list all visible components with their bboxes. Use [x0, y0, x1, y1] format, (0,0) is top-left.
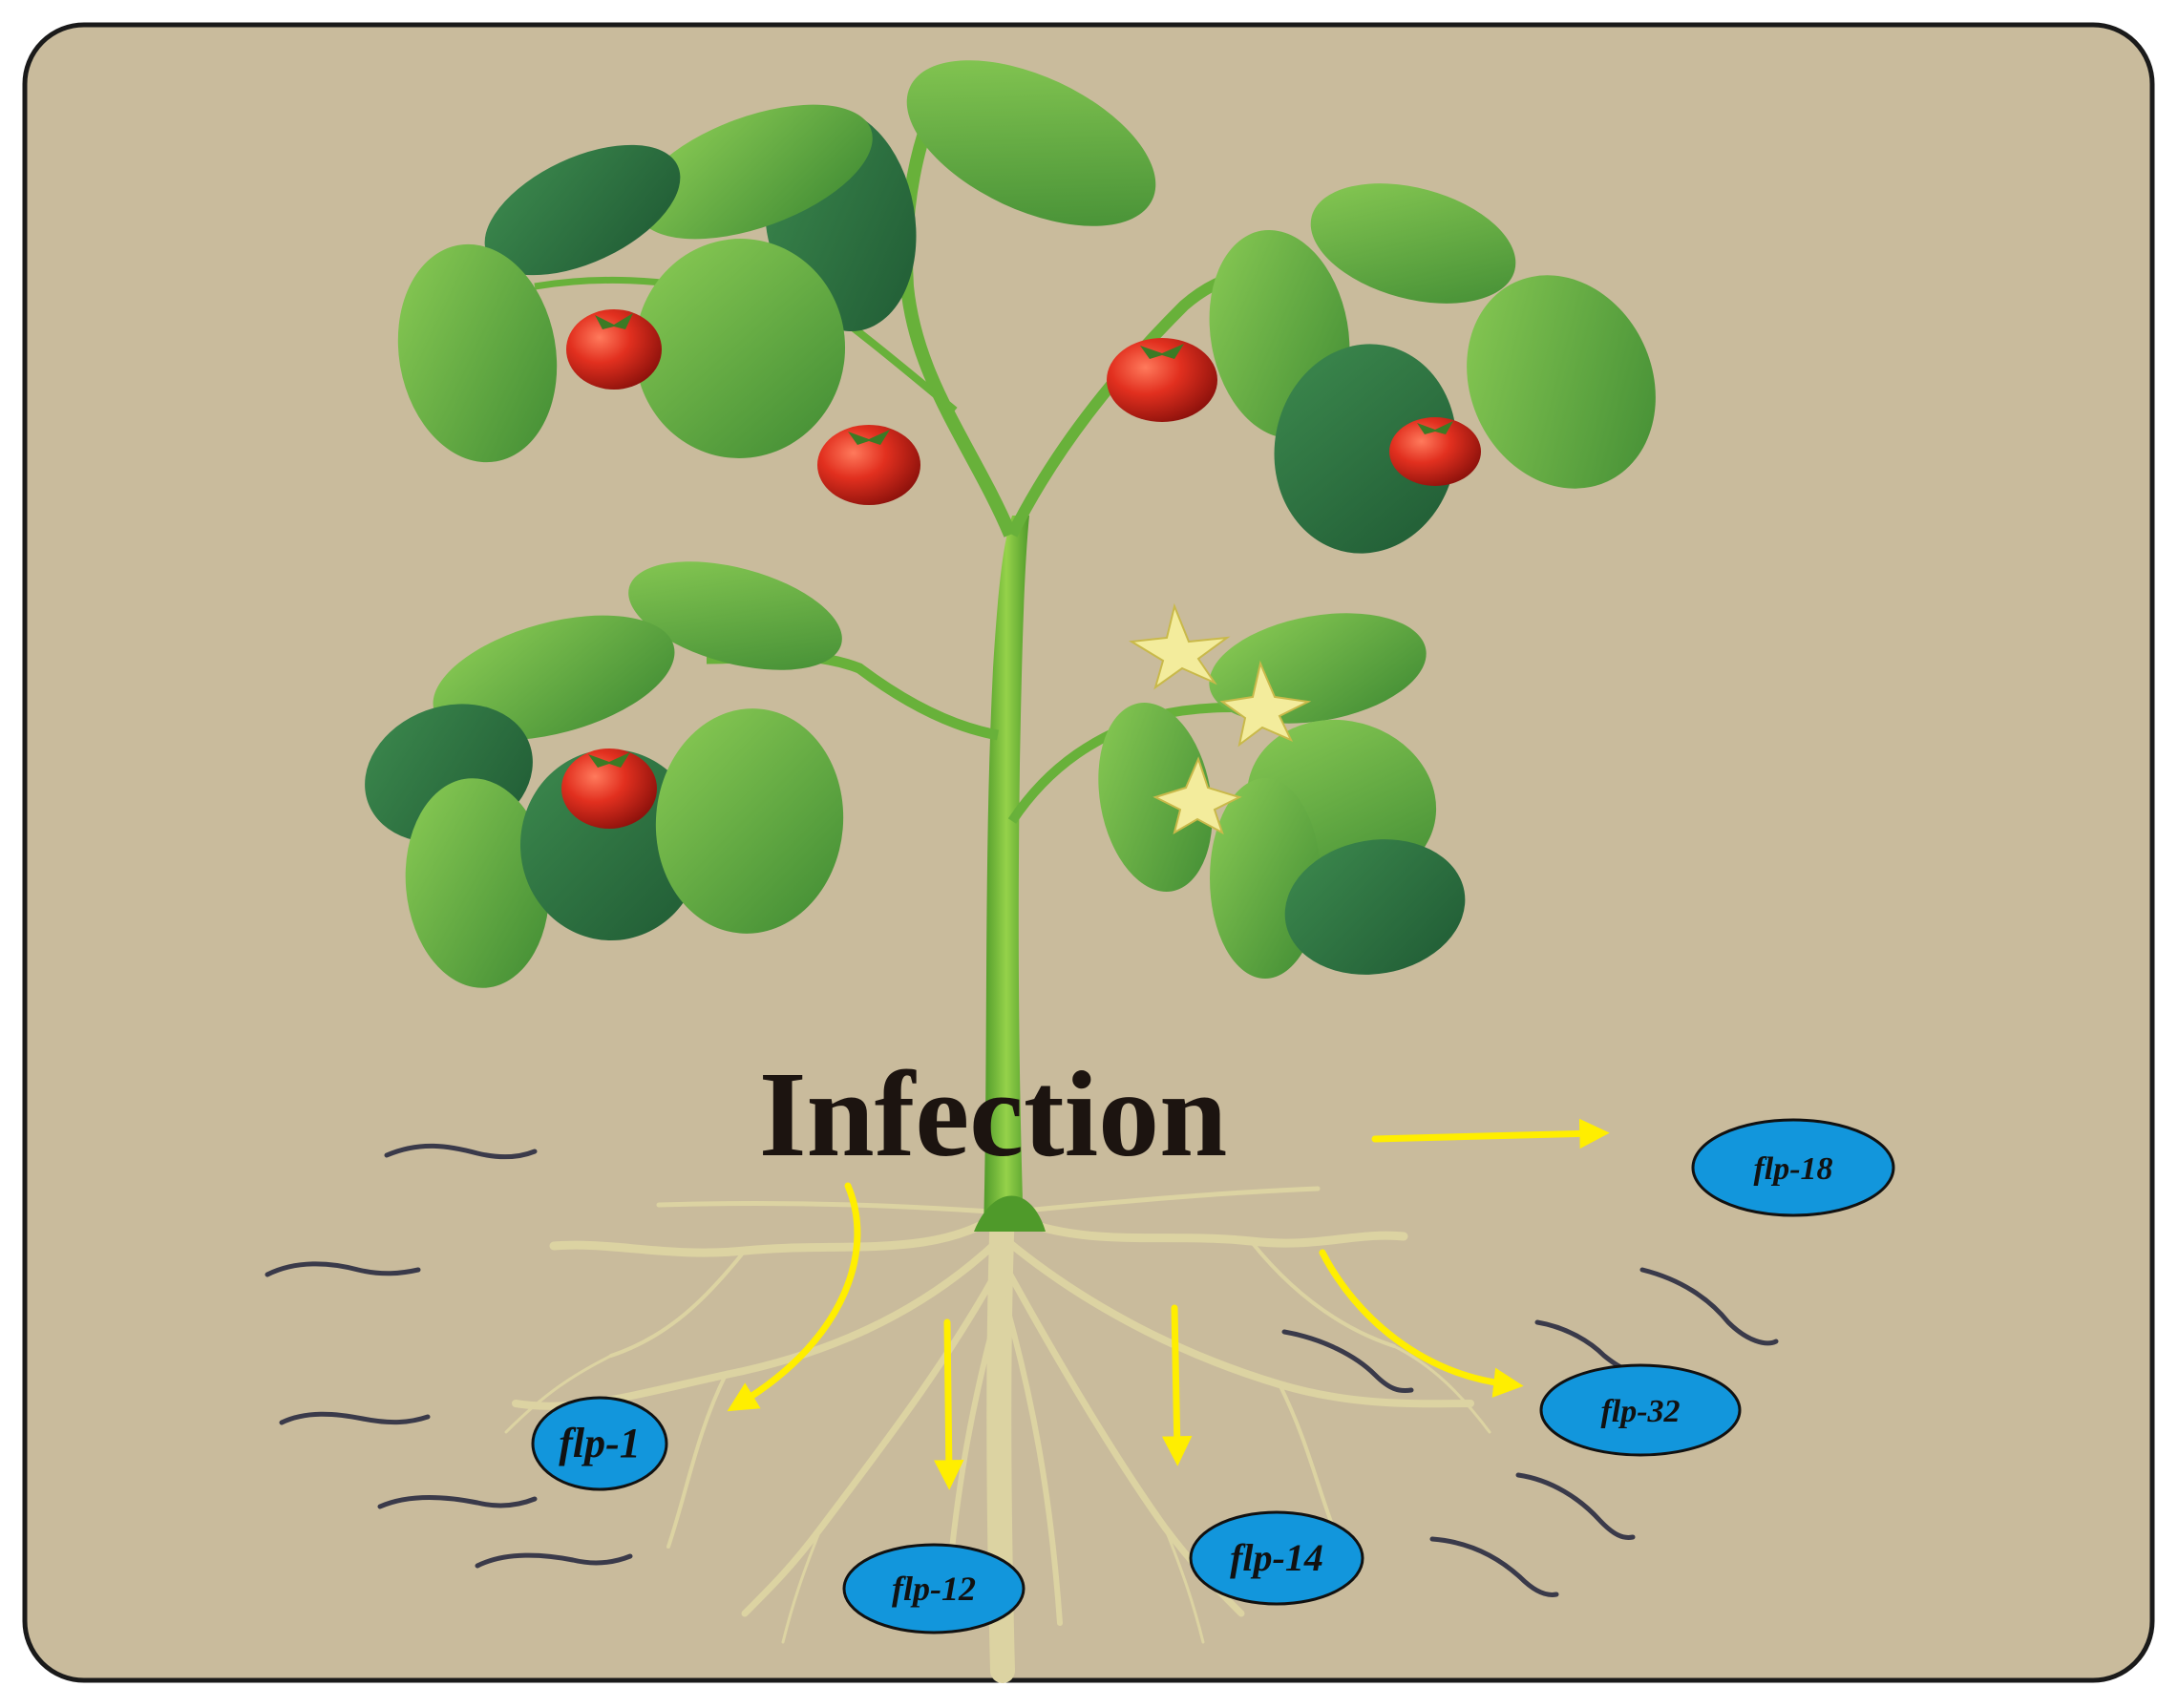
nematode-icon	[475, 1552, 633, 1569]
gene-label: flp-18	[1753, 1151, 1832, 1187]
arrow-to-flp-14	[1161, 1304, 1193, 1466]
gene-node-flp-12: flp-12	[842, 1543, 1026, 1634]
gene-node-flp-32: flp-32	[1539, 1363, 1742, 1457]
arrow-to-flp-18	[1371, 1118, 1610, 1149]
tomatoes	[561, 309, 1481, 829]
nematode-icon	[377, 1495, 538, 1509]
tomato-icon	[561, 749, 657, 829]
flowers	[1128, 602, 1312, 835]
arrow-to-flp-12	[934, 1318, 964, 1490]
gene-label: flp-32	[1600, 1394, 1680, 1429]
flower-icon	[1152, 756, 1242, 835]
gene-label: flp-14	[1230, 1536, 1323, 1579]
flower-icon	[1219, 660, 1312, 748]
tomato-icon	[1389, 417, 1481, 486]
gene-node-flp-14: flp-14	[1189, 1510, 1364, 1606]
nematode-icon	[1281, 1329, 1414, 1394]
stem	[534, 82, 1309, 1232]
gene-node-flp-18: flp-18	[1691, 1118, 1895, 1217]
tomato-icon	[1107, 338, 1217, 422]
gene-label: flp-12	[892, 1570, 976, 1608]
background-panel	[22, 22, 2155, 1683]
nematode-icon	[279, 1411, 431, 1425]
nematode-icon	[1429, 1536, 1559, 1597]
leaves	[365, 60, 1656, 988]
gene-node-flp-1: flp-1	[531, 1396, 668, 1491]
arrows	[727, 1118, 1610, 1490]
tomato-icon	[566, 309, 662, 390]
infection-title: Infection	[759, 1046, 1228, 1182]
arrow-to-flp-32	[1319, 1249, 1524, 1398]
tomato-icon	[817, 425, 920, 505]
nematodes	[264, 1143, 1779, 1597]
nematode-icon	[1639, 1267, 1779, 1346]
arrow-to-flp-1	[727, 1182, 861, 1412]
flower-icon	[1128, 602, 1231, 690]
gene-label: flp-1	[559, 1420, 641, 1466]
nematode-icon	[1515, 1472, 1636, 1540]
nematode-icon	[384, 1143, 538, 1160]
nematode-icon	[264, 1261, 421, 1277]
